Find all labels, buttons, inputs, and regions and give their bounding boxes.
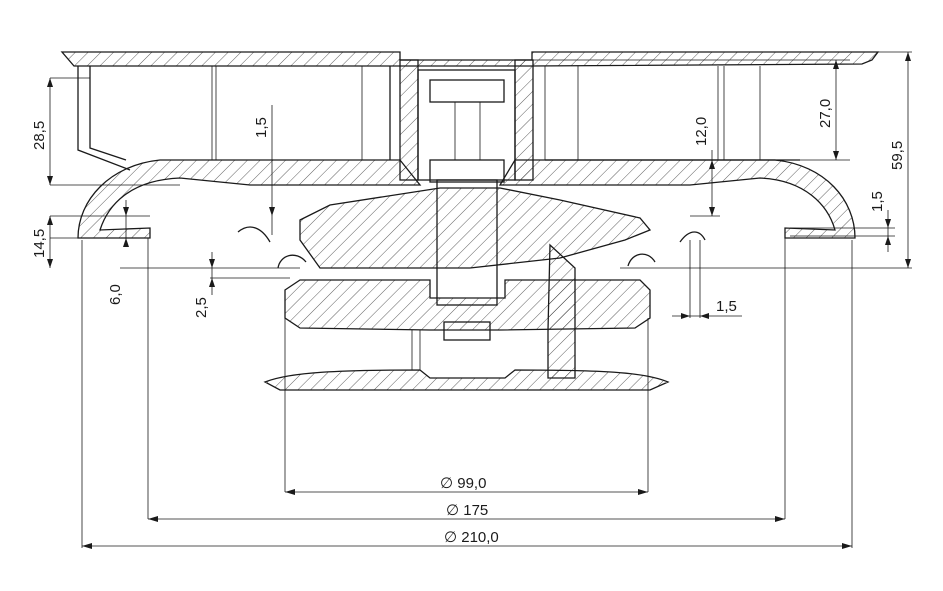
impeller-hub: [299, 187, 652, 269]
seal-rings: [237, 226, 706, 269]
dim-width-1-5-bottom: 1,5: [716, 298, 737, 315]
shroud-left: [77, 159, 422, 239]
angled-support: [547, 243, 576, 379]
dim-height-14-5: 14,5: [31, 229, 48, 258]
top-plate: [60, 51, 880, 67]
shaft-housing: [399, 59, 534, 341]
extension-lines: [50, 51, 912, 548]
dim-height-28-5: 28,5: [31, 121, 48, 150]
dim-height-27-0: 27,0: [817, 99, 834, 128]
dim-diameter-99: ∅ 99,0: [440, 475, 486, 492]
dim-diameter-210: ∅ 210,0: [444, 529, 499, 546]
dim-height-59-5: 59,5: [889, 141, 906, 170]
dim-height-2-5: 2,5: [193, 297, 210, 318]
dim-height-1-5-right: 1,5: [869, 191, 886, 212]
bottom-plate: [263, 369, 670, 391]
dim-height-1-5-left: 1,5: [253, 117, 270, 138]
right-housing: [544, 66, 800, 161]
left-housing: [77, 66, 391, 171]
dim-height-6-0: 6,0: [107, 284, 124, 305]
dim-height-12-0: 12,0: [693, 117, 710, 146]
shroud-right: [498, 159, 856, 239]
dimension-lines: [47, 52, 911, 549]
dim-diameter-175: ∅ 175: [446, 502, 488, 519]
